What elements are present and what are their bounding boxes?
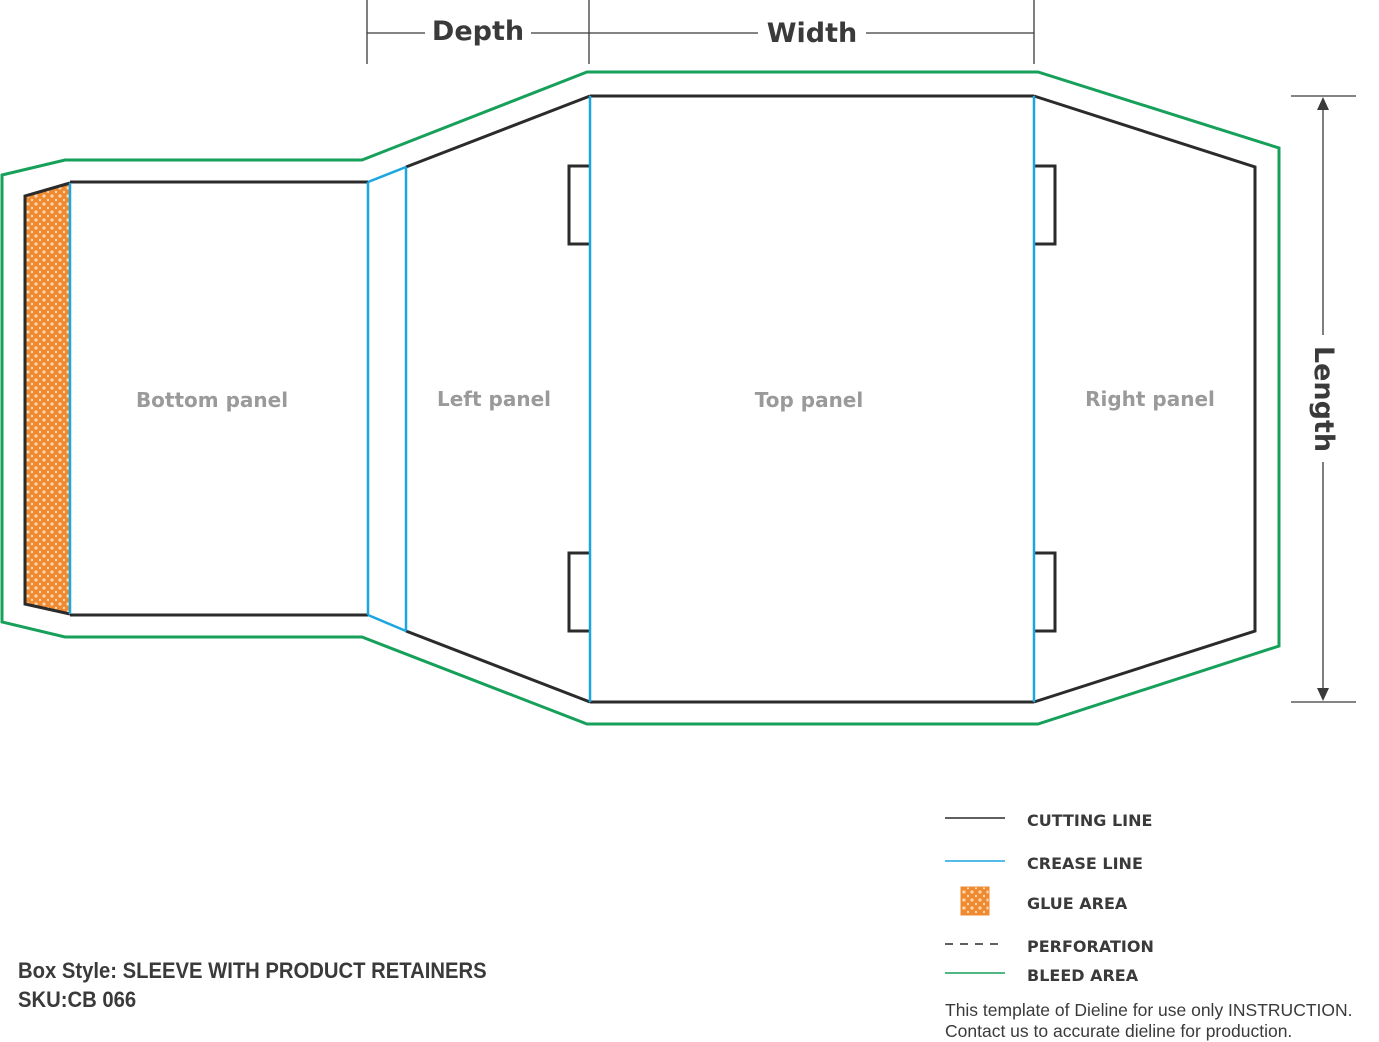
right-panel-label: Right panel	[1085, 387, 1215, 411]
template-note-line-1: This template of Dieline for use only IN…	[945, 1000, 1353, 1020]
template-note: This template of Dieline for use only IN…	[945, 1000, 1353, 1042]
glue-area	[25, 183, 70, 614]
legend-glue-swatch	[960, 886, 990, 916]
legend-perforation-label: PERFORATION	[1027, 937, 1154, 956]
bottom-panel-label: Bottom panel	[136, 388, 288, 412]
bleed-outline	[0, 70, 1281, 726]
legend-bleed-label: BLEED AREA	[1027, 966, 1139, 985]
arrow-up-icon	[1317, 97, 1329, 110]
template-note-line-2: Contact us to accurate dieline for produ…	[945, 1021, 1293, 1041]
sku: SKU:CB 066	[18, 987, 137, 1012]
width-label: Width	[767, 18, 858, 49]
legend-crease-label: CREASE LINE	[1027, 854, 1143, 873]
depth-label: Depth	[432, 16, 524, 47]
cut-lines	[23, 94, 1257, 704]
left-panel-label: Left panel	[437, 387, 551, 411]
box-info: Box Style: SLEEVE WITH PRODUCT RETAINERS…	[18, 956, 487, 1014]
top-panel-label: Top panel	[755, 388, 863, 412]
box-style: Box Style: SLEEVE WITH PRODUCT RETAINERS	[18, 958, 487, 983]
legend-glue-label: GLUE AREA	[1027, 894, 1128, 913]
length-label: Length	[1308, 346, 1339, 452]
dimension-lines	[366, 0, 1356, 703]
crease-lines	[68, 96, 1036, 702]
legend: CUTTING LINE CREASE LINE GLUE AREA PERFO…	[945, 811, 1154, 985]
legend-cutting-label: CUTTING LINE	[1027, 811, 1152, 830]
arrow-down-icon	[1317, 688, 1329, 701]
